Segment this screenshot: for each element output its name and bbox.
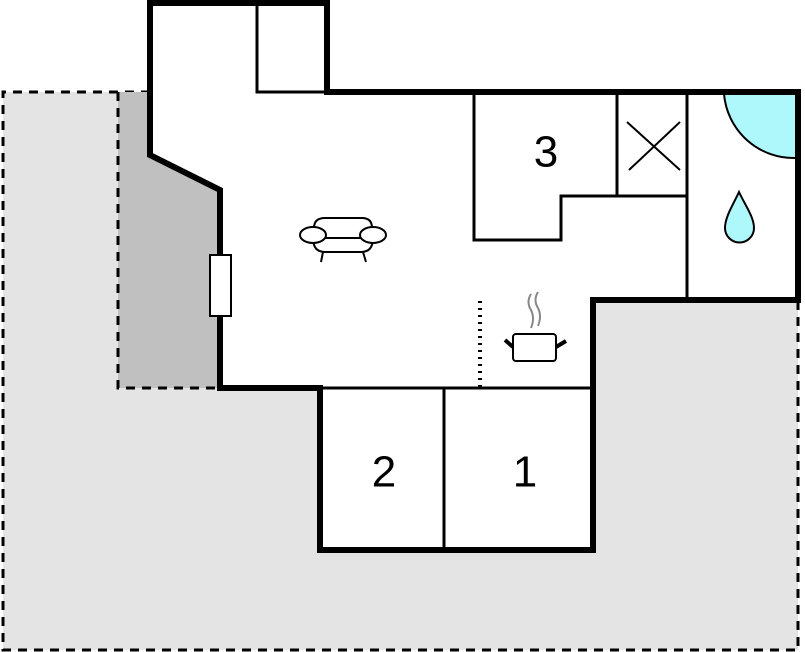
interior-walls <box>255 3 689 550</box>
entry-closet-wall <box>255 3 327 94</box>
bedroom-3-wall <box>472 92 687 242</box>
x-cross-icon <box>626 121 681 171</box>
cooking-pot-icon <box>503 291 568 362</box>
terrace-boundary <box>1 90 800 652</box>
exterior-wall <box>147 0 801 553</box>
water-drop-icon <box>723 189 756 244</box>
covered-terrace-boundary <box>116 92 220 390</box>
room-label-3: 3 <box>534 128 558 177</box>
shower-icon <box>722 93 797 160</box>
covered-terrace <box>118 92 220 388</box>
room-label-1: 1 <box>513 448 537 497</box>
sofa-icon <box>299 217 387 263</box>
terrace-area <box>3 92 798 650</box>
interior <box>150 3 798 550</box>
room-label-2: 2 <box>372 448 396 497</box>
window-icon <box>209 254 232 317</box>
